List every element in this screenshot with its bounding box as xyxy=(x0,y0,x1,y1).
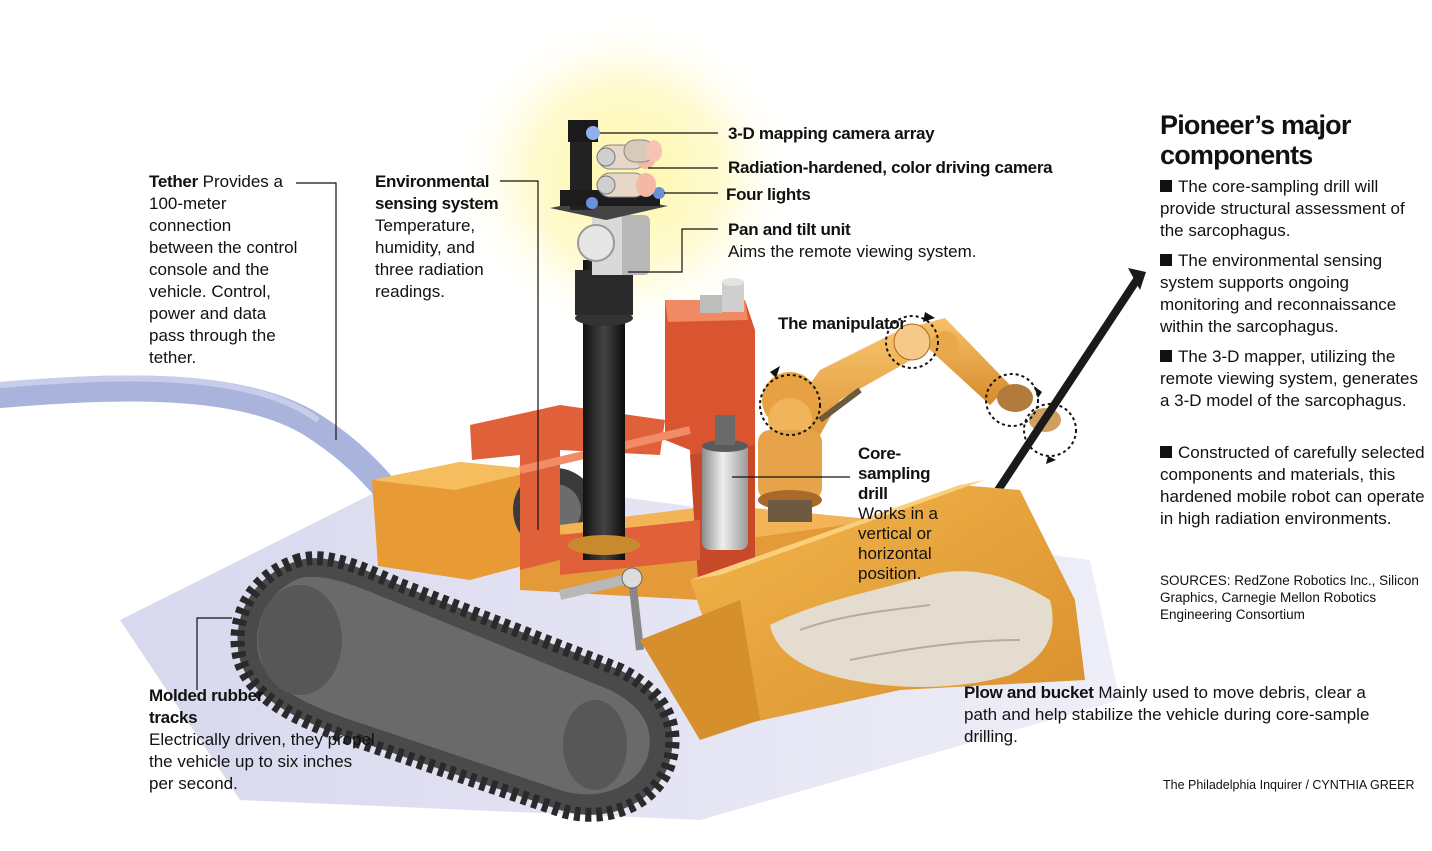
environmental-title: Environmental sensing system xyxy=(375,172,499,213)
credit-line: The Philadelphia Inquirer / CYNTHIA GREE… xyxy=(1163,778,1415,792)
tether-label: Tether Provides a 100-meter connection b… xyxy=(149,171,299,369)
plow-text: Mainly used to move debris, clear a path… xyxy=(964,683,1370,746)
sidebar-bullet: The core-sampling drill will provide str… xyxy=(1160,177,1405,240)
rubber-track xyxy=(230,551,680,822)
bullet-square-icon xyxy=(1160,180,1172,192)
manipulator-arm xyxy=(758,312,1077,522)
bullet-square-icon xyxy=(1160,254,1172,266)
pan-tilt-label: Pan and tilt unit Aims the remote viewin… xyxy=(728,219,1028,263)
plow-label: Plow and bucket Mainly used to move debr… xyxy=(964,682,1379,748)
tether-title: Tether xyxy=(149,172,198,191)
sidebar-bullet: The environmental sensing system support… xyxy=(1160,251,1397,336)
pan-tilt-text: Aims the remote viewing system. xyxy=(728,242,977,261)
camera-lights xyxy=(596,139,662,198)
tracks-label: Molded rubber tracks Electrically driven… xyxy=(149,685,379,795)
rear-body xyxy=(372,462,545,580)
pan-tilt-title: Pan and tilt unit xyxy=(728,220,851,239)
leader-lines xyxy=(196,132,850,690)
sidebar-bullet: Constructed of carefully selected compon… xyxy=(1160,443,1425,528)
tether-text: Provides a 100-meter connection between … xyxy=(149,172,298,367)
sources-note: SOURCES: RedZone Robotics Inc., Silicon … xyxy=(1160,573,1419,622)
bullet-square-icon xyxy=(1160,446,1172,458)
manipulator-label: The manipulator xyxy=(778,314,906,333)
drill-title: Core-sampling drill xyxy=(858,444,931,503)
tether-cable xyxy=(0,375,408,513)
four-lights-label: Four lights xyxy=(726,185,811,204)
camera-array-label: 3-D mapping camera array xyxy=(728,124,935,143)
core-drill xyxy=(702,442,748,550)
plow-bucket xyxy=(640,480,1085,740)
probe-rod xyxy=(971,272,1144,528)
drill-label: Core-sampling drill Works in a vertical … xyxy=(858,444,953,584)
drill-text: Works in a vertical or horizontal positi… xyxy=(858,504,938,583)
environmental-text: Temperature, humidity, and three radiati… xyxy=(375,216,484,301)
tracks-title: Molded rubber tracks xyxy=(149,686,264,727)
tracks-text: Electrically driven, they propel the veh… xyxy=(149,730,375,793)
sidebar-bullet: The 3-D mapper, utilizing the remote vie… xyxy=(1160,347,1418,410)
plow-title: Plow and bucket xyxy=(964,683,1094,702)
environmental-label: Environmental sensing system Temperature… xyxy=(375,171,505,303)
sidebar-title: Pioneer’s major components xyxy=(1160,110,1351,170)
bullet-square-icon xyxy=(1160,350,1172,362)
driving-camera-label: Radiation-hardened, color driving camera xyxy=(728,158,1053,177)
